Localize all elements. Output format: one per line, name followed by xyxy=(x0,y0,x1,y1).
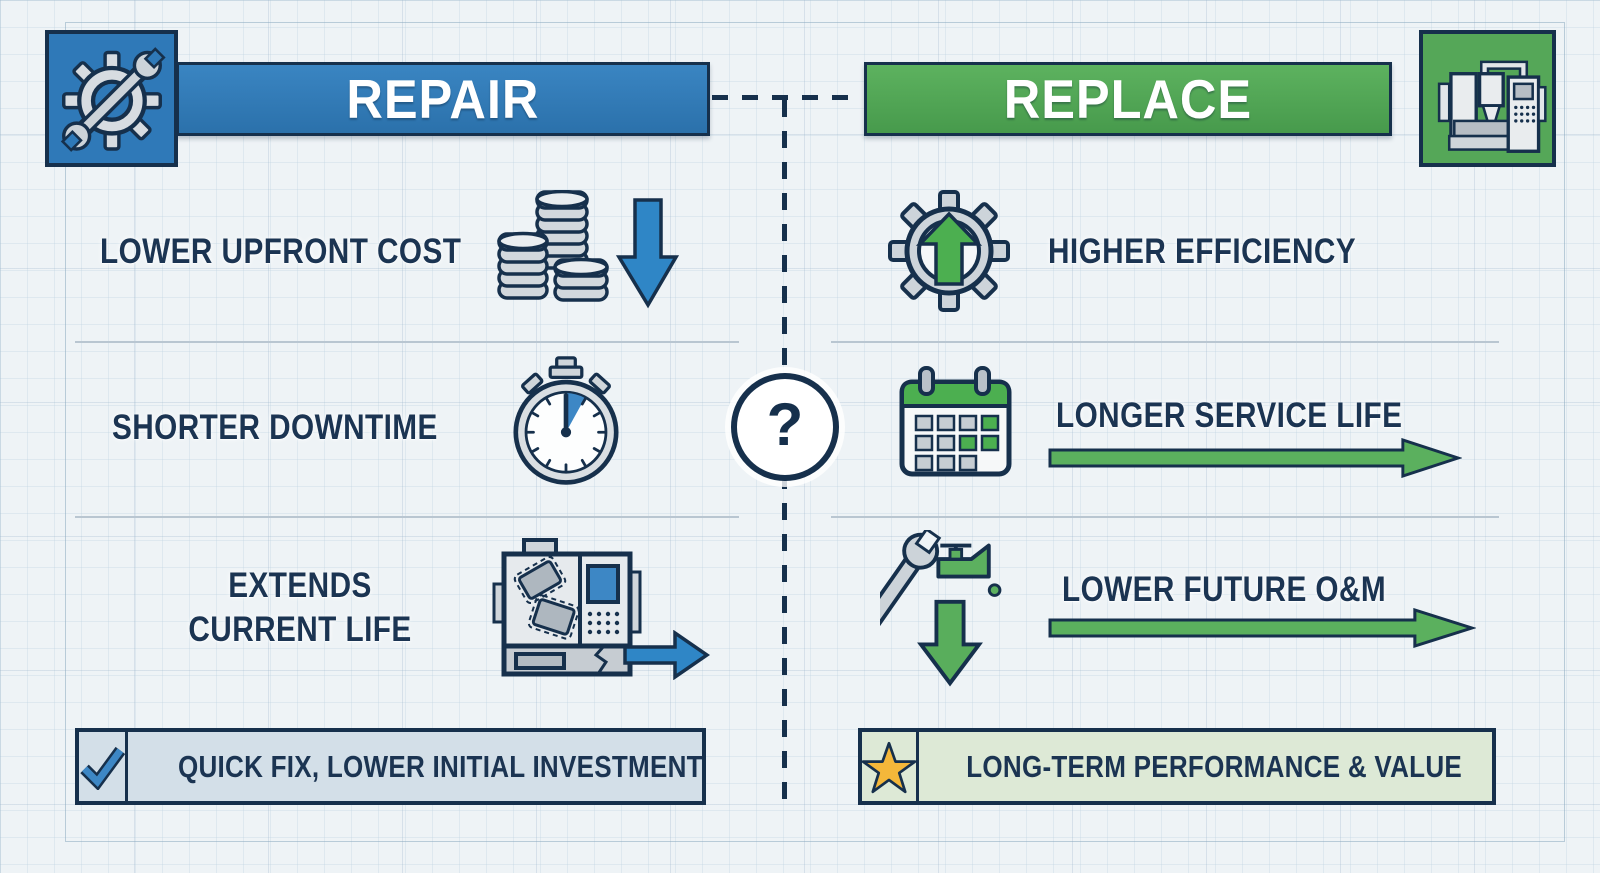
replace-banner: REPLACE xyxy=(864,62,1392,136)
cnc-machine-icon xyxy=(1437,60,1547,153)
replace-icon-square xyxy=(1419,30,1556,167)
long-right-arrow-icon xyxy=(1048,608,1476,648)
worn-machine-icon xyxy=(492,538,642,677)
long-right-arrow-icon xyxy=(1048,438,1462,478)
calendar-icon xyxy=(899,366,1012,477)
repair-summary-text-cell: QUICK FIX, LOWER INITIAL INVESTMENT xyxy=(128,732,753,801)
replace-summary-box: LONG-TERM PERFORMANCE & VALUE xyxy=(858,728,1496,805)
replace-row-divider-2 xyxy=(831,516,1499,518)
question-mark: ? xyxy=(766,390,804,458)
repair-summary-label: QUICK FIX, LOWER INITIAL INVESTMENT xyxy=(177,748,703,784)
repair-row-label-upfront-cost: LOWER UPFRONT COST xyxy=(100,232,462,271)
replace-title: REPLACE xyxy=(1003,68,1253,130)
repair-row-divider-1 xyxy=(75,341,739,343)
checkmark-icon xyxy=(80,746,125,790)
coin-stacks-icon xyxy=(497,190,609,302)
stopwatch-icon xyxy=(513,356,619,485)
replace-row-label-future-om: LOWER FUTURE O&M xyxy=(1062,570,1387,609)
wrench-oil-down-arrow-icon xyxy=(880,530,1002,687)
repair-summary-box: QUICK FIX, LOWER INITIAL INVESTMENT xyxy=(75,728,706,805)
replace-summary-text-cell: LONG-TERM PERFORMANCE & VALUE xyxy=(919,732,1509,801)
replace-summary-icon-cell xyxy=(862,732,919,801)
repair-row-label-extends-life: EXTENDS CURRENT LIFE xyxy=(188,566,412,649)
replace-row-label-service-life: LONGER SERVICE LIFE xyxy=(1056,396,1403,435)
replace-row-label-efficiency: HIGHER EFFICIENCY xyxy=(1048,232,1357,271)
replace-row-divider-1 xyxy=(831,341,1499,343)
down-arrow-icon xyxy=(615,198,679,309)
repair-icon-square xyxy=(45,30,178,167)
repair-row-label-downtime: SHORTER DOWNTIME xyxy=(112,408,438,447)
gear-up-arrow-icon xyxy=(888,190,1010,312)
gear-wrench-icon xyxy=(60,46,166,152)
repair-summary-icon-cell xyxy=(79,732,128,801)
star-icon xyxy=(862,741,916,793)
repair-title: REPAIR xyxy=(346,68,540,130)
header-dashed-connector xyxy=(712,95,862,100)
question-mark-badge: ? xyxy=(731,373,839,481)
repair-banner: REPAIR xyxy=(176,62,710,136)
right-arrow-icon xyxy=(623,630,710,680)
repair-row-divider-2 xyxy=(75,516,739,518)
replace-summary-label: LONG-TERM PERFORMANCE & VALUE xyxy=(966,748,1463,784)
blueprint-frame xyxy=(65,22,1565,842)
